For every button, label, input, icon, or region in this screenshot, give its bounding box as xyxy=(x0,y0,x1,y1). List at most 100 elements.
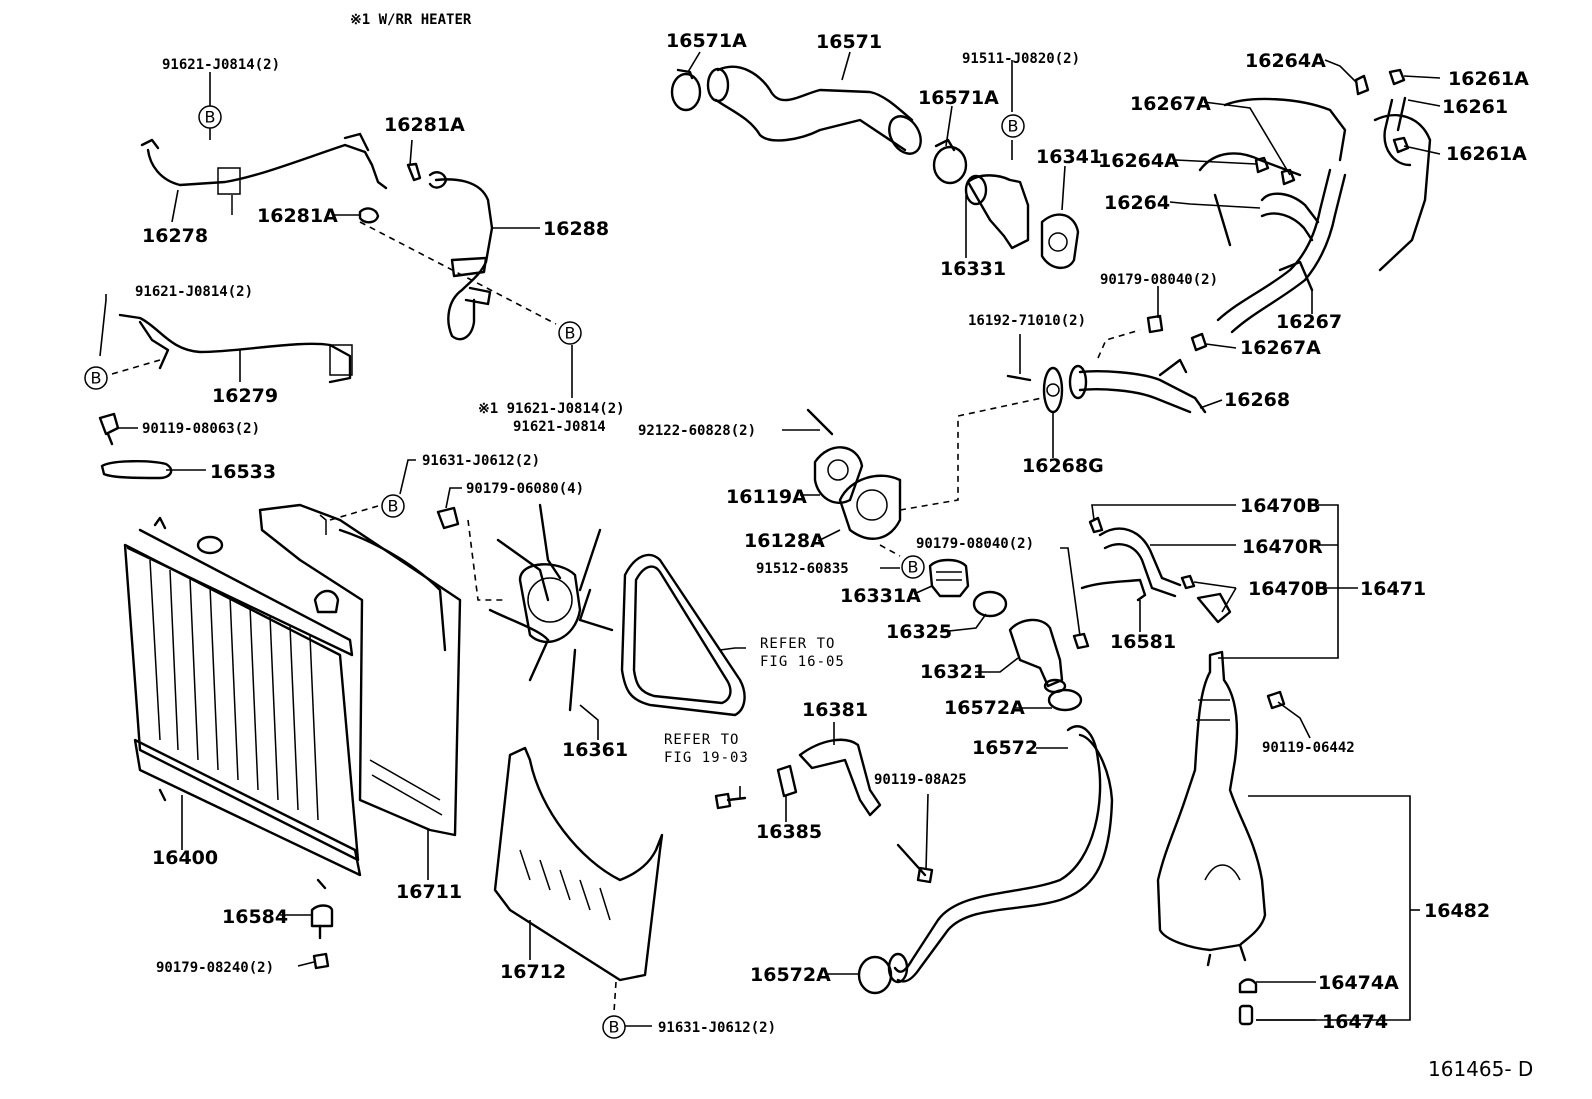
nut-90179-08040-mid xyxy=(1072,632,1090,650)
label-91631-J0612-bottom: 91631-J0612(2) xyxy=(658,1020,776,1036)
label-16400: 16400 xyxy=(152,847,218,869)
label-16712: 16712 xyxy=(500,961,566,983)
svg-text:B: B xyxy=(388,497,399,516)
bolt-90119-06442 xyxy=(1266,690,1286,710)
label-16361: 16361 xyxy=(562,739,628,761)
label-16572A-2: 16572A xyxy=(750,964,831,986)
label-16471: 16471 xyxy=(1360,578,1426,600)
label-90179-08240: 90179-08240(2) xyxy=(156,960,274,976)
clamp-16571A-right xyxy=(932,138,968,185)
bolt-marker-b5: B xyxy=(1001,114,1025,138)
label-90119-08063: 90119-08063(2) xyxy=(142,421,260,437)
hose-16264 xyxy=(1260,192,1320,242)
label-16268: 16268 xyxy=(1224,389,1290,411)
label-16474A: 16474A xyxy=(1318,972,1399,994)
clamp-16571A-left xyxy=(670,68,702,112)
leader-lines xyxy=(99,51,1441,1027)
bracket-16381 xyxy=(798,738,882,817)
clamp-16572A-bottom xyxy=(857,955,893,995)
label-16192-71010: 16192-71010(2) xyxy=(968,313,1086,329)
engine-block-outline xyxy=(1198,97,1432,272)
label-16470B-2: 16470B xyxy=(1248,578,1329,600)
clamp-16572A-top xyxy=(1047,688,1083,712)
label-16267: 16267 xyxy=(1276,311,1342,333)
cap-16474 xyxy=(1238,1004,1254,1026)
label-16281A-2: 16281A xyxy=(257,205,338,227)
svg-text:B: B xyxy=(565,324,576,343)
clip-16470B xyxy=(1088,516,1196,590)
label-16119A: 16119A xyxy=(726,486,807,508)
label-16128A: 16128A xyxy=(744,530,825,552)
label-90179-06080: 90179-06080(4) xyxy=(466,481,584,497)
label-16482: 16482 xyxy=(1424,900,1490,922)
label-16711: 16711 xyxy=(396,881,462,903)
label-91631-J0612-top: 91631-J0612(2) xyxy=(422,453,540,469)
svg-text:B: B xyxy=(908,558,919,577)
gasket-16325 xyxy=(972,590,1008,618)
stud-92122 xyxy=(806,408,834,436)
gasket-16533 xyxy=(100,460,173,480)
label-16584: 16584 xyxy=(222,906,288,928)
heater-note: ※1 W/RR HEATER xyxy=(350,12,472,28)
label-90119-06442: 90119-06442 xyxy=(1262,740,1355,756)
inlet-16321 xyxy=(1008,618,1067,694)
gasket-16268G xyxy=(1042,366,1064,414)
label-16331: 16331 xyxy=(940,258,1006,280)
label-90179-08040-mid: 90179-08040(2) xyxy=(916,536,1034,552)
clip-16267A xyxy=(1190,332,1208,352)
label-91621-J0814-star: ※1 91621-J0814(2) xyxy=(478,401,625,417)
gasket-16341 xyxy=(1040,213,1080,269)
svg-text:B: B xyxy=(609,1018,620,1037)
label-90179-08040-top: 90179-08040(2) xyxy=(1100,272,1218,288)
heater-pipe-16279 xyxy=(118,313,353,384)
refer-bracket-line2: FIG 19-03 xyxy=(664,750,749,766)
label-16267A-2: 16267A xyxy=(1240,337,1321,359)
bolt-marker-b7: B xyxy=(602,1015,626,1039)
label-16474: 16474 xyxy=(1322,1011,1388,1033)
svg-text:B: B xyxy=(91,369,102,388)
label-16470R: 16470R xyxy=(1242,536,1323,558)
label-16571A-1: 16571A xyxy=(666,30,747,52)
bolt-marker-b4: B xyxy=(381,494,405,518)
bolt-90119-08063 xyxy=(98,412,120,446)
part-labels: 16571A 16571 91511-J0820(2) 16571A 16341… xyxy=(135,30,1533,1081)
clip-16281A xyxy=(358,162,422,224)
bracket-16581 xyxy=(1080,578,1232,624)
label-16385: 16385 xyxy=(756,821,822,843)
label-16572A-1: 16572A xyxy=(944,697,1025,719)
heater-pipe-16278 xyxy=(140,132,388,215)
refer-bracket-line1: REFER TO xyxy=(664,732,739,748)
outlet-16331 xyxy=(964,174,1030,250)
belt xyxy=(620,553,746,717)
label-16264A-1: 16264A xyxy=(1245,50,1326,72)
clip-16385 xyxy=(776,764,798,798)
cap-16474A xyxy=(1238,978,1258,994)
hose-16267 xyxy=(1216,168,1347,334)
refer-fan-line2: FIG 16-05 xyxy=(760,654,845,670)
label-16264A-2: 16264A xyxy=(1098,150,1179,172)
label-16261A-1: 16261A xyxy=(1448,68,1529,90)
label-16381: 16381 xyxy=(802,699,868,721)
label-16331A: 16331A xyxy=(840,585,921,607)
label-16278: 16278 xyxy=(142,225,208,247)
bolt-marker-b1: B xyxy=(198,105,222,129)
label-92122-60828: 92122-60828(2) xyxy=(638,423,756,439)
label-16571: 16571 xyxy=(816,31,882,53)
label-16261A-2: 16261A xyxy=(1446,143,1527,165)
label-16268G: 16268G xyxy=(1022,455,1104,477)
dashed-lines xyxy=(111,221,1141,1013)
nut-90179-08040-top xyxy=(1146,314,1164,334)
label-16325: 16325 xyxy=(886,621,952,643)
label-16470B-1: 16470B xyxy=(1240,495,1321,517)
label-91621-J0814-top: 91621-J0814(2) xyxy=(162,57,280,73)
bolt-marker-b3: B xyxy=(558,321,582,345)
label-16572: 16572 xyxy=(972,737,1038,759)
nut-90179-08240 xyxy=(312,952,330,970)
radiator-16400 xyxy=(123,516,362,890)
bolt-refer-19-03 xyxy=(714,792,747,810)
reservoir-16482 xyxy=(1156,650,1267,967)
label-16288: 16288 xyxy=(543,218,609,240)
label-90119-08A25: 90119-08A25 xyxy=(874,772,967,788)
label-16261: 16261 xyxy=(1442,96,1508,118)
